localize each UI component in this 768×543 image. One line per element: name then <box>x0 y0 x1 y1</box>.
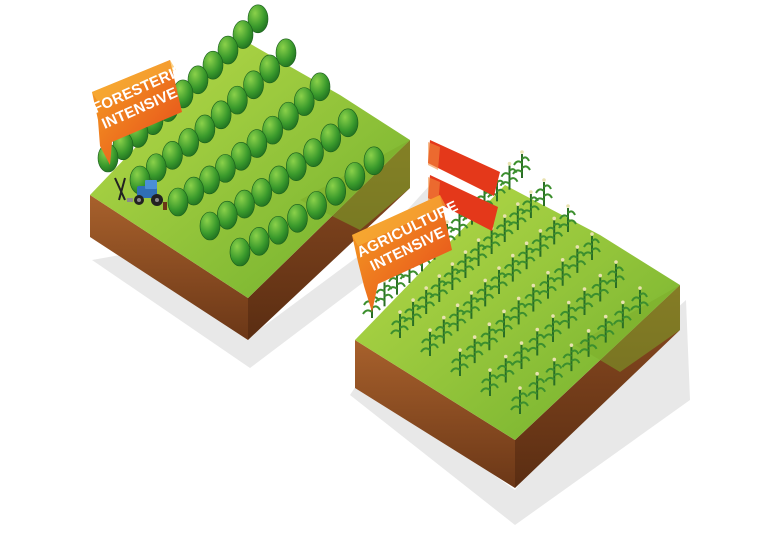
tree-icon <box>246 129 268 158</box>
agriculture-block-shadow <box>350 300 690 525</box>
corn-plant-icon <box>475 278 495 307</box>
tree-icon <box>293 87 315 116</box>
corn-plant-icon <box>502 253 522 282</box>
corn-plant-icon <box>374 278 394 307</box>
tree-icon <box>202 50 224 80</box>
tree-icon <box>227 85 248 115</box>
corn-plant-icon <box>507 202 527 230</box>
corn-plant-icon <box>552 257 572 286</box>
corn-plant-icon <box>510 386 529 414</box>
corn-plant-icon <box>606 260 625 288</box>
corn-plant-icon <box>530 229 550 257</box>
corn-plant-icon <box>543 314 562 342</box>
corn-plant-icon <box>516 241 536 270</box>
tree-icon <box>259 54 281 84</box>
corn-plant-icon <box>595 314 615 343</box>
tree-icon <box>268 165 290 195</box>
corn-plant-icon <box>499 161 519 190</box>
corn-plant-icon <box>534 178 553 206</box>
forestry-soil-left <box>90 195 248 340</box>
tree-icon <box>320 123 342 153</box>
corn-plant-icon <box>479 322 499 351</box>
corn-plant-icon <box>527 371 547 400</box>
corn-plant-icon <box>495 354 515 383</box>
corn-plant-icon <box>574 287 594 315</box>
tree-icon <box>275 38 297 68</box>
corn-plant-icon <box>489 266 508 294</box>
tree-icon <box>178 128 199 157</box>
tree-icon <box>187 65 209 95</box>
corn-plant-icon <box>416 286 436 314</box>
corn-plant-icon <box>403 298 422 326</box>
tree-icon <box>267 215 289 245</box>
tree-icon <box>306 191 327 220</box>
corn-plant-icon <box>558 204 577 232</box>
tree-icon <box>232 20 254 49</box>
tree-icon <box>247 4 269 34</box>
agriculture-hill-side <box>575 285 680 372</box>
tree-icon <box>217 35 239 65</box>
tree-icon <box>248 227 270 256</box>
tree-icon <box>344 162 366 191</box>
tree-icon <box>216 200 238 230</box>
corn-plant-icon <box>521 190 540 218</box>
corn-plant-icon <box>450 348 469 376</box>
tractor-icon <box>114 177 167 210</box>
corn-plant-icon <box>494 309 513 338</box>
tree-icon <box>363 146 385 176</box>
corn-plant-icon <box>561 343 581 372</box>
tree-icon <box>251 178 273 207</box>
corn-plant-icon <box>461 291 481 319</box>
tree-icon <box>199 211 221 241</box>
agriculture-corn-field <box>362 150 649 414</box>
corn-plant-icon <box>494 214 514 242</box>
tree-icon <box>234 189 255 219</box>
agriculture-soil-left <box>355 340 515 488</box>
corn-plant-icon <box>455 250 475 278</box>
corn-plant-icon <box>612 300 632 329</box>
corn-plant-icon <box>480 368 499 396</box>
tree-icon <box>229 237 251 267</box>
corn-plant-icon <box>390 310 409 338</box>
tree-icon <box>167 187 189 217</box>
tree-icon <box>278 101 299 131</box>
corn-plant-icon <box>544 357 564 386</box>
tree-icon <box>337 108 359 138</box>
forestry-grass-top <box>90 38 410 298</box>
not-equal-icon <box>428 140 500 231</box>
corn-plant-icon <box>481 226 501 254</box>
corn-plant-icon <box>512 150 531 178</box>
tree-icon <box>262 115 283 145</box>
tree-icon <box>162 140 183 170</box>
corn-plant-icon <box>558 300 578 329</box>
tree-icon <box>243 70 264 100</box>
tree-icon <box>309 72 331 102</box>
tree-icon <box>287 204 308 233</box>
tree-icon <box>285 152 307 182</box>
corn-plant-icon <box>447 303 467 332</box>
tree-icon <box>325 177 347 206</box>
corn-plant-icon <box>420 328 439 356</box>
corn-plant-icon <box>582 232 601 260</box>
tree-icon <box>194 114 216 144</box>
corn-plant-icon <box>544 216 564 245</box>
corn-plant-icon <box>433 315 453 344</box>
corn-plant-icon <box>468 238 488 266</box>
corn-plant-icon <box>429 274 449 302</box>
corn-plant-icon <box>578 329 598 357</box>
tree-icon <box>303 138 324 167</box>
corn-plant-icon <box>442 262 462 290</box>
tree-icon <box>210 100 232 130</box>
corn-plant-icon <box>630 286 649 314</box>
forestry-trees <box>97 4 385 267</box>
tree-icon <box>230 141 252 171</box>
